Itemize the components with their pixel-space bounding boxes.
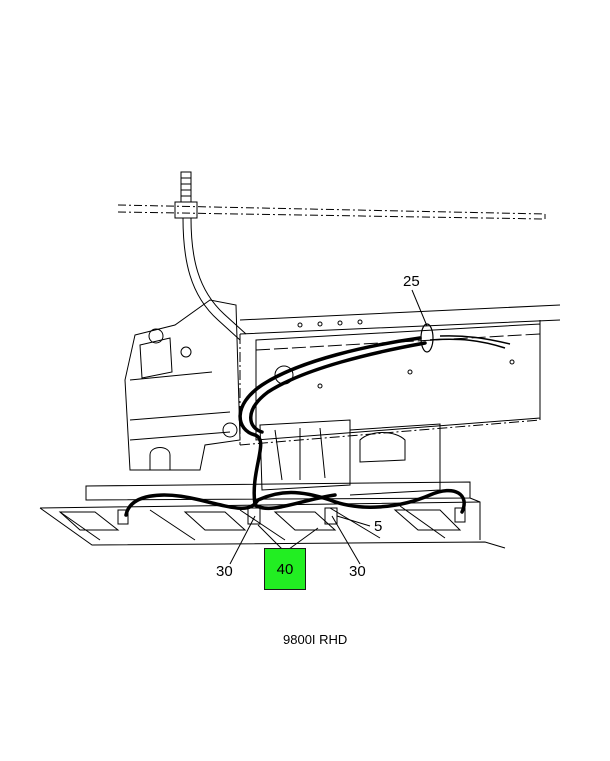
conduit: [182, 217, 247, 341]
harness-tail: [429, 335, 511, 349]
center-mount-bracket: [259, 419, 441, 496]
grommet-ring: [420, 323, 434, 353]
left-bracket-assembly: [124, 299, 241, 471]
callout-30-right: 30: [349, 563, 366, 580]
upper-frame-rail: [117, 204, 546, 220]
callout-30-left: 30: [216, 563, 233, 580]
clip-left: [117, 507, 261, 525]
diagram-caption: 9800I RHD: [283, 632, 348, 647]
wiring-harness: [124, 336, 466, 517]
threaded-stud: [174, 171, 198, 219]
main-frame-rail: [239, 304, 561, 446]
callout-25: 25: [403, 273, 420, 290]
callout-40-label: 40: [276, 560, 294, 578]
callout-5: 5: [374, 518, 383, 535]
highlighted-callout-40[interactable]: 40: [264, 548, 306, 590]
